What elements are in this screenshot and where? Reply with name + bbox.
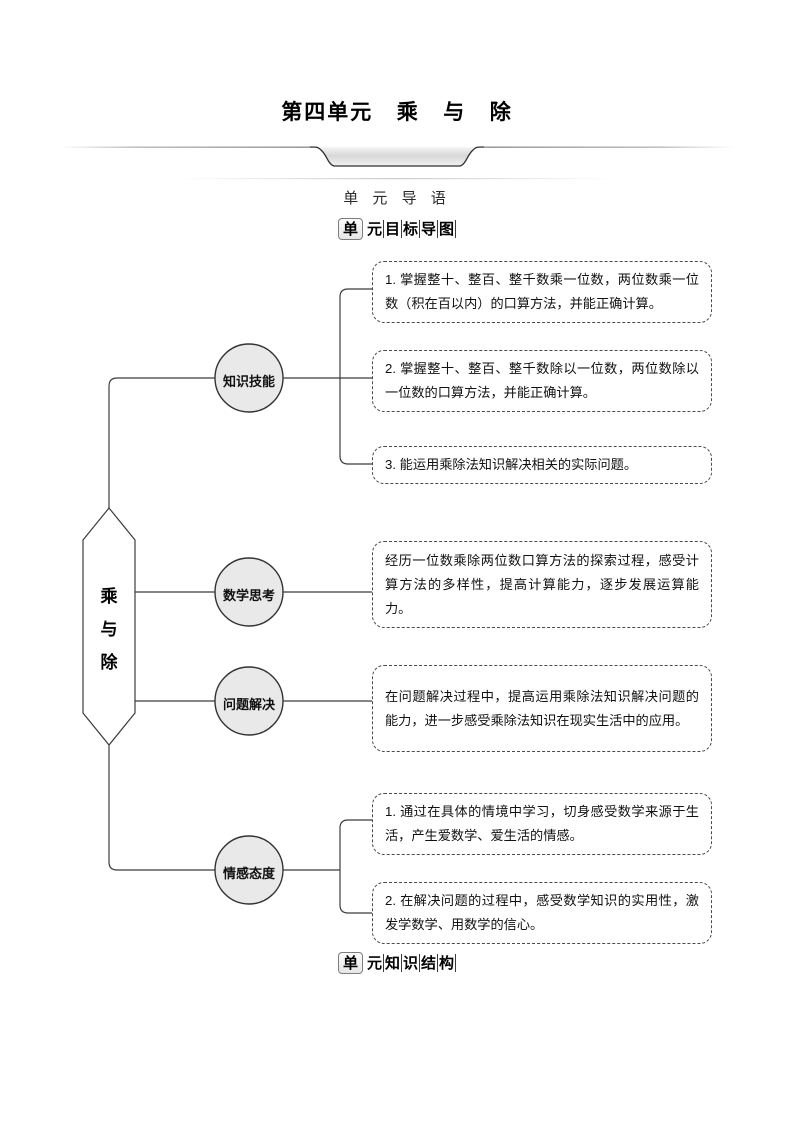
section-tag-char: 结: [421, 954, 439, 972]
unit-guide-title: 单 元 导 语: [343, 190, 451, 207]
section-tag-char: 图: [439, 220, 457, 238]
branch-label-knowledge-skill: 知识技能: [222, 374, 275, 389]
section-tag-unit-objective-map: 单元目标导图: [0, 218, 794, 240]
objective-box-knowledge-3: 3. 能运用乘除法知识解决相关的实际问题。: [372, 446, 712, 484]
section-tag-lead-char: 单: [337, 218, 363, 240]
section-tag-char: 知: [384, 954, 402, 972]
root-node-label: 乘 与 除: [84, 580, 134, 679]
branch-label-math-thinking: 数学思考: [222, 588, 275, 603]
root-node-label-line: 与: [100, 620, 118, 639]
branch-label-problem-solving: 问题解决: [222, 697, 275, 712]
section-tag-lead-char: 单: [337, 952, 363, 974]
objective-box-emotion-1: 1. 通过在具体的情境中学习，切身感受数学来源于生活，产生爱数学、爱生活的情感。: [372, 793, 712, 855]
section-tag-rest: 元知识结构: [363, 954, 457, 972]
section-tag-char: 导: [421, 220, 439, 238]
section-tag-char: 目: [384, 220, 402, 238]
section-tag-rest: 元目标导图: [363, 220, 457, 238]
objective-text: 在问题解决过程中，提高运用乘除法知识解决问题的能力，进一步感受乘除法知识在现实生…: [385, 688, 699, 728]
objective-box-problem-solving-1: 在问题解决过程中，提高运用乘除法知识解决问题的能力，进一步感受乘除法知识在现实生…: [372, 665, 712, 752]
branch-label-emotional-attitude: 情感态度: [222, 866, 275, 881]
page-title: 第四单元 乘 与 除: [281, 101, 513, 124]
section-tag-char: 识: [403, 954, 421, 972]
root-node-label-line: 乘: [100, 587, 118, 606]
objective-text: 经历一位数乘除两位数口算方法的探索过程，感受计算方法的多样性，提高计算能力，逐步…: [385, 552, 699, 616]
section-tag-char: 标: [403, 220, 421, 238]
objective-box-knowledge-1: 1. 掌握整十、整百、整千数乘一位数，两位数乘一位数（积在百以内）的口算方法，并…: [372, 261, 712, 323]
root-node-label-line: 除: [100, 653, 118, 672]
objective-text: 3. 能运用乘除法知识解决相关的实际问题。: [385, 457, 638, 472]
objective-text: 2. 掌握整十、整百、整千数除以一位数，两位数除以一位数的口算方法，并能正确计算…: [385, 361, 699, 400]
section-tag-char: 元: [366, 220, 384, 238]
objective-text: 1. 通过在具体的情境中学习，切身感受数学来源于生活，产生爱数学、爱生活的情感。: [385, 804, 699, 843]
section-tag-unit-knowledge-structure: 单元知识结构: [0, 952, 794, 974]
objective-text: 2. 在解决问题的过程中，感受数学知识的实用性，激发学数学、用数学的信心。: [385, 893, 699, 932]
objective-box-knowledge-2: 2. 掌握整十、整百、整千数除以一位数，两位数除以一位数的口算方法，并能正确计算…: [372, 350, 712, 412]
header-ribbon-decoration: [60, 146, 734, 180]
section-tag-char: 构: [439, 954, 457, 972]
objective-box-math-thinking-1: 经历一位数乘除两位数口算方法的探索过程，感受计算方法的多样性，提高计算能力，逐步…: [372, 541, 712, 628]
objective-box-emotion-2: 2. 在解决问题的过程中，感受数学知识的实用性，激发学数学、用数学的信心。: [372, 882, 712, 944]
section-tag-char: 元: [366, 954, 384, 972]
objective-text: 1. 掌握整十、整百、整千数乘一位数，两位数乘一位数（积在百以内）的口算方法，并…: [385, 272, 699, 311]
